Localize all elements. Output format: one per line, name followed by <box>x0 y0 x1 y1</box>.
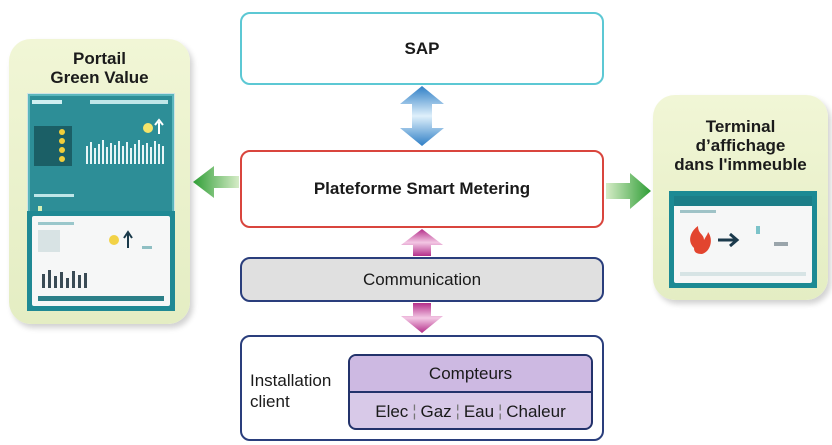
green-arrow-to-portal <box>193 166 239 198</box>
portal-monitor-screenshot <box>27 211 175 311</box>
portal-panel: Portail Green Value <box>9 39 190 324</box>
meter-type-chaleur: Chaleur <box>506 401 566 421</box>
terminal-title-line3: dans l'immeuble <box>674 155 807 174</box>
terminal-title: Terminal d’affichage dans l'immeuble <box>653 117 828 174</box>
meter-type-gaz: Gaz <box>420 401 452 421</box>
communication-label: Communication <box>362 269 482 289</box>
monitor-thumbnail-graphic <box>38 222 164 301</box>
meter-type-eau: Eau <box>463 401 495 421</box>
terminal-title-line1: Terminal <box>705 117 776 136</box>
smart-metering-box: Plateforme Smart Metering <box>240 150 604 228</box>
dashboard-thumbnail-graphic <box>32 100 168 214</box>
smart-comm-arrow <box>401 229 443 256</box>
installation-client-box: Installation client Compteurs Elec ¦ Gaz… <box>240 335 604 441</box>
meter-separator: ¦ <box>412 402 417 420</box>
comm-install-arrow <box>401 303 443 333</box>
communication-box: Communication <box>240 257 604 302</box>
meter-type-elec: Elec <box>375 401 409 421</box>
portal-dashboard-screenshot <box>27 93 175 231</box>
terminal-panel: Terminal d’affichage dans l'immeuble <box>653 95 828 300</box>
installation-client-label: Installation client <box>250 370 331 412</box>
installation-label-line2: client <box>250 392 290 411</box>
meter-separator: ¦ <box>498 402 503 420</box>
portal-title-line1: Portail <box>73 49 126 68</box>
sap-smart-double-arrow <box>400 86 444 146</box>
meters-title: Compteurs <box>350 356 591 393</box>
terminal-title-line2: d’affichage <box>695 136 786 155</box>
green-arrow-to-terminal <box>606 173 651 209</box>
portal-monitor-screen <box>32 216 170 306</box>
meter-separator: ¦ <box>455 402 460 420</box>
portal-title: Portail Green Value <box>9 49 190 87</box>
sap-box: SAP <box>240 12 604 85</box>
terminal-screen <box>674 196 812 283</box>
terminal-thumbnail-graphic <box>674 196 812 276</box>
meters-box: Compteurs Elec ¦ Gaz ¦ Eau ¦ Chaleur <box>348 354 593 430</box>
sap-label: SAP <box>404 38 440 58</box>
meter-types-row: Elec ¦ Gaz ¦ Eau ¦ Chaleur <box>350 393 591 428</box>
terminal-screenshot <box>669 191 817 288</box>
portal-title-line2: Green Value <box>50 68 149 87</box>
smart-metering-label: Plateforme Smart Metering <box>313 179 531 198</box>
installation-label-line1: Installation <box>250 371 332 390</box>
